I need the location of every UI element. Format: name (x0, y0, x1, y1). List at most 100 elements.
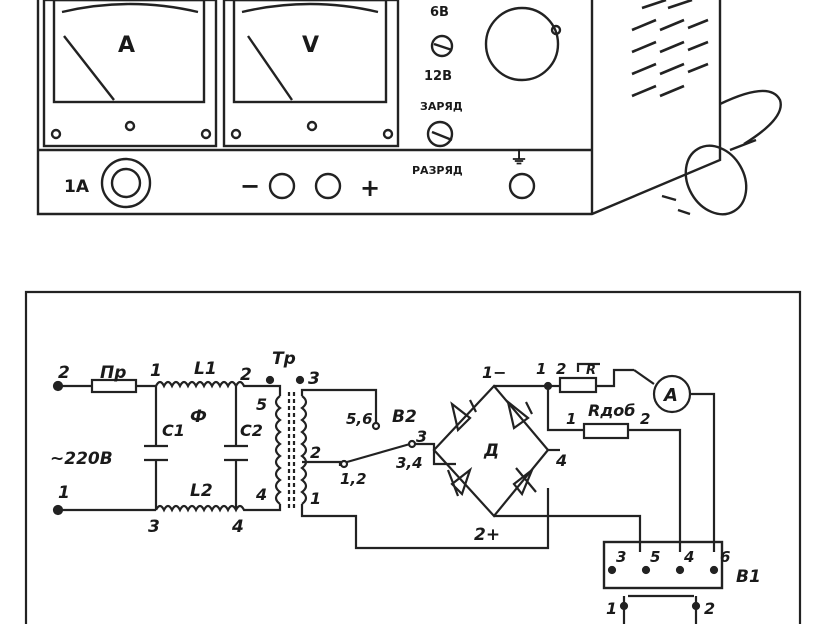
node-2-dot (265, 375, 275, 385)
capacitor-c1 (144, 444, 168, 462)
label-rdob-1: 1 (566, 410, 576, 428)
ammeter-zero-adjust (124, 120, 136, 132)
label-inductor-l1: L1 (194, 359, 217, 379)
label-sw-12: 1,2 (340, 470, 367, 488)
label-node-3-tr: 3 (308, 369, 320, 389)
label-inductor-l2: L2 (190, 481, 213, 501)
ground-terminal[interactable] (508, 172, 536, 200)
label-bridge-4: 4 (555, 451, 567, 470)
label-sw-b2: В2 (392, 407, 417, 427)
fuse-label: 1А (64, 177, 90, 197)
plus-label: + (360, 174, 380, 202)
label-node-4-bottom: 4 (231, 517, 244, 537)
transformer-primary (274, 395, 282, 505)
ammeter-screw-right (200, 128, 212, 140)
label-bridge-plus: 2+ (474, 525, 500, 545)
shunt-resistor (558, 376, 598, 394)
transformer-dot (295, 375, 305, 385)
ammeter-letter: A (118, 33, 135, 58)
voltmeter-housing (222, 0, 400, 148)
input-terminal-bottom (52, 504, 64, 516)
label-b1-1: 1 (606, 599, 617, 618)
label-node-2-left: 2 (58, 363, 70, 383)
ammeter-window (52, 0, 206, 104)
ammeter-screw-left (50, 128, 62, 140)
label-b1-6: 6 (720, 548, 730, 566)
mode-label-top: ЗАРЯД (420, 100, 463, 113)
label-bridge-minus: 1− (482, 363, 507, 382)
plus-terminal[interactable] (314, 172, 342, 200)
range-toggle-lever (433, 42, 453, 52)
voltmeter-zero-adjust (306, 120, 318, 132)
ground-symbol: ⏚ (510, 148, 528, 169)
ammeter-scale (61, 2, 199, 14)
label-node-2-mid: 2 (240, 365, 252, 385)
switch-b1 (602, 540, 724, 624)
label-res-top-2: 2 (556, 360, 566, 378)
inductor-l2 (155, 504, 266, 513)
voltmeter-screw-right (382, 128, 394, 140)
rotary-knob-pointer (550, 24, 562, 36)
switch-b2-contact-12 (339, 459, 349, 469)
inductor-l1 (155, 380, 266, 389)
label-tr-pin-4: 4 (255, 485, 267, 504)
mode-toggle-lever (431, 130, 453, 142)
power-plug (661, 138, 757, 216)
label-b1-name: В1 (736, 567, 761, 587)
label-sw-56: 5,6 (346, 410, 373, 428)
device-drawing (36, 0, 782, 216)
label-node-1-top: 1 (150, 361, 162, 381)
label-node-3-bottom: 3 (148, 517, 160, 537)
label-tr-sec-2: 2 (310, 443, 321, 462)
schematic-wiring (24, 290, 802, 624)
range-toggle-switch[interactable] (430, 34, 454, 58)
mode-label-bottom: РАЗРЯД (412, 164, 463, 177)
label-b1-2: 2 (704, 599, 715, 618)
range-label-bottom: 12В (424, 69, 452, 84)
ammeter-housing (42, 0, 218, 148)
minus-label: − (240, 172, 260, 200)
power-cord (719, 89, 782, 146)
label-transformer: Тр (272, 349, 296, 369)
label-res-top-1: 1 (536, 360, 546, 378)
label-rdob: Rдоб (588, 401, 635, 420)
rdob-resistor (582, 422, 630, 440)
transformer-core (287, 392, 296, 508)
label-node-1-left: 1 (58, 483, 70, 503)
label-b1-5: 5 (650, 548, 660, 566)
label-res-r: R (586, 363, 596, 378)
transformer-secondary (300, 395, 308, 505)
diode-2 (506, 399, 533, 430)
label-filter: Ф (190, 407, 207, 427)
voltmeter-scale (241, 2, 379, 14)
range-label-top: 6В (430, 5, 449, 20)
switch-b2-pivot (407, 439, 417, 449)
label-cap-c2: С2 (240, 421, 263, 440)
voltmeter-needle (247, 35, 293, 101)
rotary-knob[interactable] (484, 6, 560, 82)
diode-3 (446, 466, 473, 497)
label-bridge: Д (483, 441, 499, 461)
voltmeter-window (232, 0, 388, 104)
label-sw-3: 3 (416, 427, 427, 446)
voltmeter-letter: V (302, 33, 319, 58)
voltmeter-screw-left (230, 128, 242, 140)
schematic-frame (24, 290, 802, 624)
fuse-holder[interactable] (100, 157, 152, 209)
ammeter-needle (63, 35, 115, 101)
diode-1 (450, 399, 477, 433)
label-cap-c1: С1 (162, 421, 185, 440)
label-b1-4: 4 (683, 548, 694, 566)
label-tr-sec-1: 1 (310, 489, 321, 508)
mode-toggle-switch[interactable] (426, 120, 454, 148)
minus-terminal[interactable] (268, 172, 296, 200)
capacitor-c2 (224, 444, 248, 462)
input-terminal-top (52, 380, 64, 392)
label-ammeter: A (662, 385, 678, 406)
label-fuse: Пр (100, 363, 126, 383)
label-b1-3: 3 (616, 548, 626, 566)
diode-4 (512, 466, 537, 497)
vent-slots (631, 0, 709, 98)
label-sw-34: 3,4 (396, 454, 423, 472)
